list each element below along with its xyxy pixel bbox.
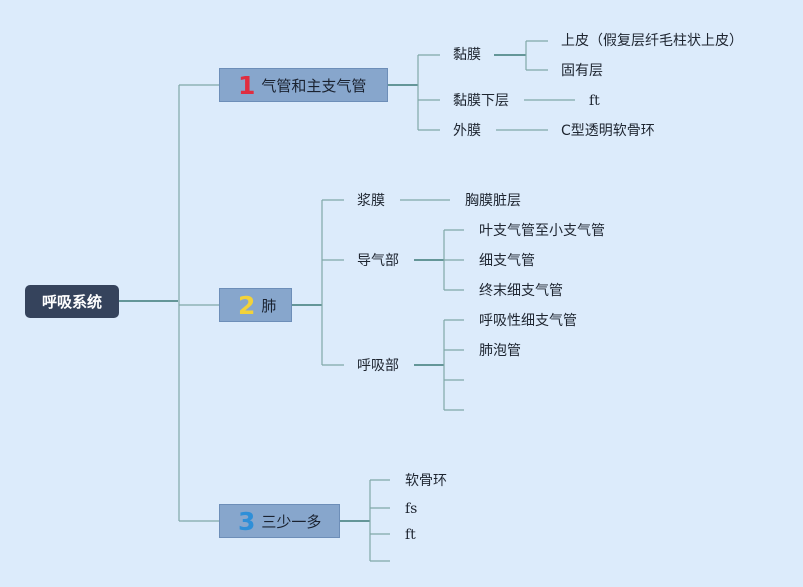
node-cartilage-ring[interactable]: 软骨环: [405, 473, 447, 489]
node-conducting-part[interactable]: 导气部: [357, 253, 399, 269]
branch-node-lung[interactable]: 2 肺: [219, 288, 292, 322]
branch-number-1: 1: [238, 70, 256, 100]
node-alveolar-duct[interactable]: 肺泡管: [479, 343, 521, 359]
branch-label-trachea: 气管和主支气管: [261, 76, 367, 95]
branch-number-3: 3: [238, 506, 256, 536]
node-submucosa[interactable]: 黏膜下层: [453, 93, 509, 109]
node-epithelium[interactable]: 上皮（假复层纤毛柱状上皮）: [561, 33, 743, 49]
node-lamina-propria[interactable]: 固有层: [561, 63, 603, 79]
branch-label-three-less-one-more: 三少一多: [261, 512, 322, 531]
node-terminal-bronchiole[interactable]: 终末细支气管: [479, 283, 563, 299]
node-ft[interactable]: ft: [405, 527, 416, 543]
node-c-cartilage[interactable]: C型透明软骨环: [561, 123, 655, 139]
branch-number-2: 2: [238, 290, 256, 320]
node-lobar-bronchi[interactable]: 叶支气管至小支气管: [479, 223, 605, 239]
root-label: 呼吸系统: [41, 293, 102, 311]
node-submucosa-ft[interactable]: ft: [589, 93, 600, 109]
node-mucosa[interactable]: 黏膜: [453, 47, 481, 63]
node-fs[interactable]: fs: [405, 501, 418, 517]
branch-label-lung: 肺: [261, 296, 277, 315]
branch-node-trachea[interactable]: 1 气管和主支气管: [219, 68, 388, 102]
node-adventitia[interactable]: 外膜: [453, 123, 481, 139]
node-visceral-pleura[interactable]: 胸膜脏层: [465, 193, 521, 209]
node-respiratory-part[interactable]: 呼吸部: [357, 358, 399, 374]
root-node[interactable]: 呼吸系统: [25, 285, 119, 318]
node-bronchiole[interactable]: 细支气管: [479, 253, 535, 269]
node-respiratory-bronchiole[interactable]: 呼吸性细支气管: [479, 313, 577, 329]
node-serosa[interactable]: 浆膜: [357, 193, 385, 209]
branch-node-three-less-one-more[interactable]: 3 三少一多: [219, 504, 340, 538]
